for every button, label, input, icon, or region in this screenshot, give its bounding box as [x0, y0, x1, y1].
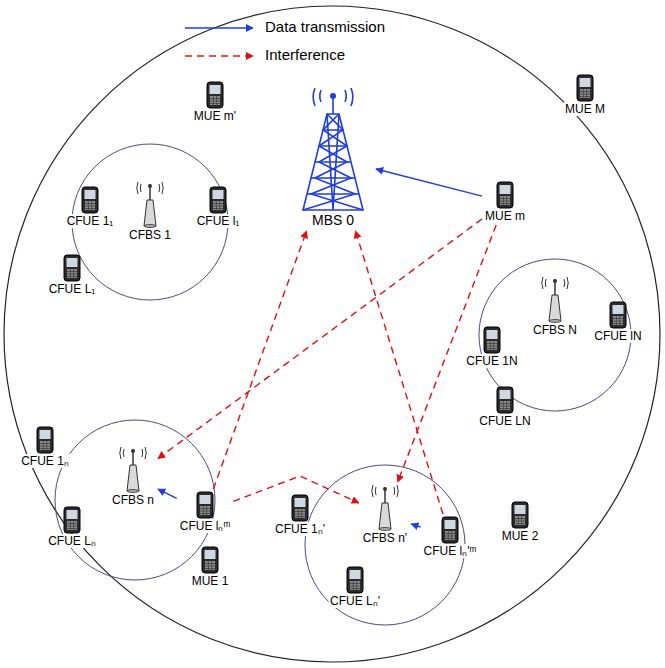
device-label: CFUE lN	[593, 329, 642, 343]
interference-arrow	[213, 231, 306, 489]
mobile-user: CFUE 1₁	[66, 186, 115, 228]
mobile-user: CFUE Lₙ'	[329, 566, 381, 608]
femto-base-station: CFBS n'	[362, 485, 408, 545]
device-label: CFUE lₙ'ᵐ	[423, 544, 478, 558]
phone-icon	[609, 301, 627, 329]
device-label: CFBS n	[111, 493, 155, 507]
device-label: CFBS N	[532, 323, 578, 337]
mobile-user: CFUE Lₙ	[47, 506, 97, 548]
phone-icon	[209, 186, 227, 214]
legend-entry: Interference	[265, 46, 345, 63]
device-label: CFUE 1ₙ'	[274, 522, 326, 536]
phone-icon	[483, 326, 501, 354]
device-label: CFUE Lₙ	[47, 534, 97, 548]
legend-text: Data transmission	[265, 18, 385, 35]
phone-icon	[63, 254, 81, 282]
phone-icon	[63, 506, 81, 534]
femto-base-station: CFBS n	[111, 447, 155, 507]
mobile-user: CFUE lₙ'ᵐ	[423, 516, 478, 558]
phone-icon	[441, 516, 459, 544]
device-label: CFUE LN	[478, 414, 531, 428]
phone-icon	[576, 74, 594, 102]
device-label: CFUE L₁	[48, 282, 97, 296]
legend-entry: Data transmission	[265, 18, 385, 35]
femto-base-station-icon	[538, 277, 572, 323]
interference-arrow	[158, 219, 482, 459]
femto-base-station-icon	[368, 485, 402, 531]
data-transmission-arrow	[158, 489, 177, 498]
femto-base-station: CFBS N	[532, 277, 578, 337]
mobile-user: CFUE 1N	[465, 326, 518, 368]
device-label: MUE 1	[191, 574, 230, 588]
device-label: CFUE Lₙ'	[329, 594, 381, 608]
mobile-user: CFUE L₁	[48, 254, 97, 296]
mobile-user: MUE m	[484, 181, 526, 223]
device-label: CFBS 1	[128, 228, 172, 242]
device-label: CFUE 1ₙ	[20, 454, 70, 468]
mobile-user: MUE m'	[193, 81, 237, 123]
phone-icon	[36, 426, 54, 454]
device-label: MUE m'	[193, 109, 237, 123]
phone-icon	[206, 81, 224, 109]
device-label: CFUE lₙᵐ	[179, 519, 232, 533]
macro-base-station: MBS 0	[293, 88, 373, 228]
legend-sample	[185, 55, 253, 57]
phone-icon	[511, 501, 529, 529]
femtocell-boundary	[55, 420, 215, 580]
device-label: CFUE l₁	[196, 214, 241, 228]
mobile-user: CFUE 1ₙ'	[274, 494, 326, 536]
macro-base-station-icon	[293, 88, 373, 212]
device-label: CFBS n'	[362, 531, 408, 545]
legend-sample	[185, 27, 253, 29]
device-label: MUE 2	[501, 529, 540, 543]
mobile-user: CFUE l₁	[196, 186, 241, 228]
data-transmission-arrow	[376, 169, 482, 196]
macrocell-boundary	[4, 6, 660, 662]
mobile-user: CFUE LN	[478, 386, 531, 428]
mobile-user: CFUE 1ₙ	[20, 426, 70, 468]
mobile-user: CFUE lₙᵐ	[179, 491, 232, 533]
device-label: CFUE 1N	[465, 354, 518, 368]
mobile-user: CFUE lN	[593, 301, 642, 343]
mobile-user: MUE 2	[501, 501, 540, 543]
device-label: MUE M	[564, 102, 606, 116]
phone-icon	[196, 491, 214, 519]
phone-icon	[346, 566, 364, 594]
data-transmission-arrow	[411, 524, 420, 527]
phone-icon	[291, 494, 309, 522]
femto-base-station: CFBS 1	[128, 182, 172, 242]
device-label: MUE m	[484, 209, 526, 223]
legend-text: Interference	[265, 46, 345, 63]
phone-icon	[81, 186, 99, 214]
mobile-user: MUE M	[564, 74, 606, 116]
phone-icon	[201, 546, 219, 574]
device-label: CFUE 1₁	[66, 214, 115, 228]
phone-icon	[496, 386, 514, 414]
femto-base-station-icon	[133, 182, 167, 228]
mobile-user: MUE 1	[191, 546, 230, 588]
interference-arrow	[356, 231, 443, 514]
device-label: MBS 0	[311, 212, 355, 228]
phone-icon	[496, 181, 514, 209]
femto-base-station-icon	[116, 447, 150, 493]
